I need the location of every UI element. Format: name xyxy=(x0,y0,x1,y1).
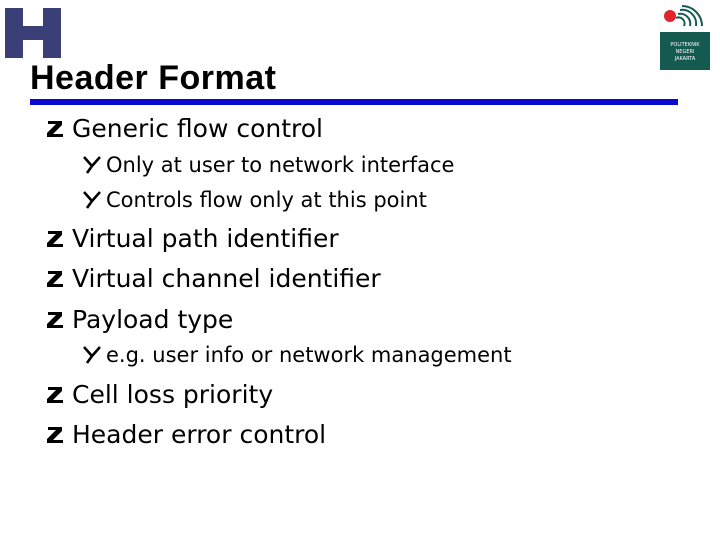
y-shape-bullet-icon xyxy=(82,345,102,365)
bullet-text: Cell loss priority xyxy=(72,380,274,409)
institution-logo: POLITEKNIK NEGERI JAKARTA xyxy=(658,4,712,70)
z-shape-bullet-icon xyxy=(44,268,66,290)
sub-bullet-text: e.g. user info or network management xyxy=(106,343,512,367)
bullet-virtual-channel-identifier: Virtual channel identifier xyxy=(44,264,381,293)
y-shape-bullet-icon xyxy=(82,190,102,210)
y-shape-bullet-icon xyxy=(82,155,102,175)
h-logo-icon xyxy=(5,8,61,58)
sub-bullet-text: Only at user to network interface xyxy=(106,153,455,177)
title-underline xyxy=(30,99,678,105)
bullet-header-error-control: Header error control xyxy=(44,420,326,449)
z-shape-bullet-icon xyxy=(44,309,66,331)
slide-title: Header Format xyxy=(30,59,277,97)
bullet-text: Generic flow control xyxy=(72,114,323,143)
sub-bullet-controls-flow: Controls flow only at this point xyxy=(82,188,427,212)
z-shape-bullet-icon xyxy=(44,118,66,140)
bullet-text: Payload type xyxy=(72,305,234,334)
bullet-payload-type: Payload type xyxy=(44,305,233,334)
logo-line-1: POLITEKNIK xyxy=(670,42,700,48)
bullet-cell-loss-priority: Cell loss priority xyxy=(44,380,273,409)
z-shape-bullet-icon xyxy=(44,384,66,406)
sub-bullet-user-info: e.g. user info or network management xyxy=(82,343,512,367)
bullet-virtual-path-identifier: Virtual path identifier xyxy=(44,224,339,253)
bullet-generic-flow-control: Generic flow control xyxy=(44,114,323,143)
sub-bullet-user-network-interface: Only at user to network interface xyxy=(82,153,454,177)
z-shape-bullet-icon xyxy=(44,228,66,250)
bullet-text: Header error control xyxy=(72,420,327,449)
sub-bullet-text: Controls flow only at this point xyxy=(106,188,427,212)
logo-line-3: JAKARTA xyxy=(674,56,696,62)
logo-line-2: NEGERI xyxy=(676,49,695,55)
bullet-text: Virtual channel identifier xyxy=(72,264,381,293)
z-shape-bullet-icon xyxy=(44,424,66,446)
bullet-text: Virtual path identifier xyxy=(72,224,339,253)
